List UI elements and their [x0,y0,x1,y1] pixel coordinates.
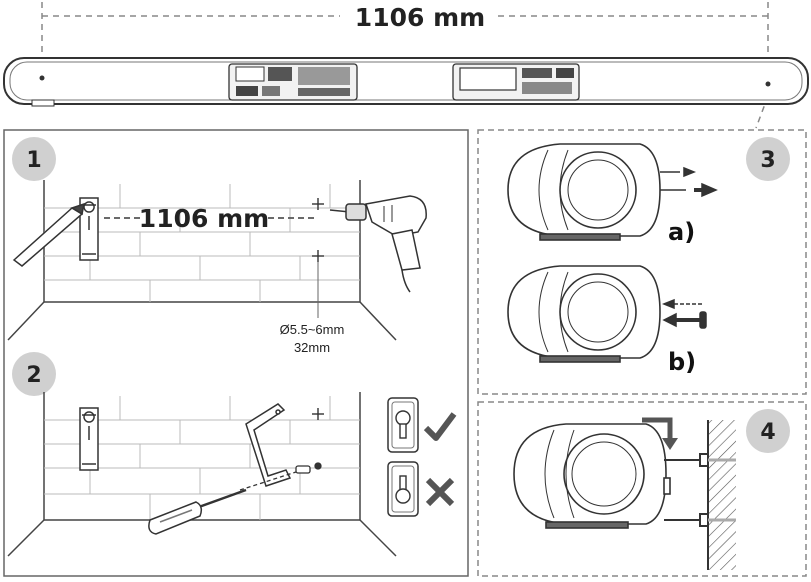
step-4-badge [746,409,790,453]
pencil-icon [12,202,85,267]
step-4-hang-on-wall: 4 [513,409,790,570]
step-1-drill-holes: 1 [7,137,427,355]
mounted-template-2 [79,407,99,471]
step-3-number: 3 [760,148,775,173]
drill-depth-label: 32mm [294,340,330,355]
wall-bracket-icon [245,403,292,487]
checkmark-icon [423,412,457,441]
step-3-attach-screws: 3 a) [507,137,790,376]
top-dimension-label: 1106 mm [355,3,485,32]
left-panel-frame [3,129,469,577]
step-2-number: 2 [26,363,41,388]
soundbar-end-view-b [507,265,661,363]
screw-and-anchor-icon [239,462,322,491]
step-3-frame [477,129,807,395]
step-3-badge [746,137,790,181]
step-1-badge [12,137,56,181]
incorrect-orientation [387,461,455,517]
connector-panel-right [452,63,580,101]
screws-out-arrows [660,166,718,198]
step-1-number: 1 [26,148,41,173]
drill-diameter-label: Ø5.5~6mm [280,322,345,337]
hang-down-arrow-icon [642,417,678,450]
screwdriver-icon [148,488,247,535]
bracket-screw-icon [661,298,707,329]
step-4-number: 4 [760,420,775,445]
correct-orientation [387,397,457,453]
soundbar-end-view-a [507,143,661,241]
step-2-badge [12,352,56,396]
step-1-distance-label: 1106 mm [139,204,269,233]
wall-section [708,420,736,570]
step-2-attach-brackets: 2 [7,352,457,557]
drill-mark-crosshairs [312,198,324,318]
wall-bracket-mounted [664,453,736,527]
power-drill-icon [329,195,427,293]
room-perspective-2 [7,392,397,557]
soundbar-end-view-mounted [513,423,671,529]
cross-icon [425,477,455,507]
step-4-frame [477,401,807,577]
step-3-sub-b: b) [668,348,696,376]
connector-panel-left [228,63,358,101]
mounting-template [79,197,99,261]
soundbar-back-view [3,57,809,107]
step-3-sub-a: a) [668,218,695,246]
